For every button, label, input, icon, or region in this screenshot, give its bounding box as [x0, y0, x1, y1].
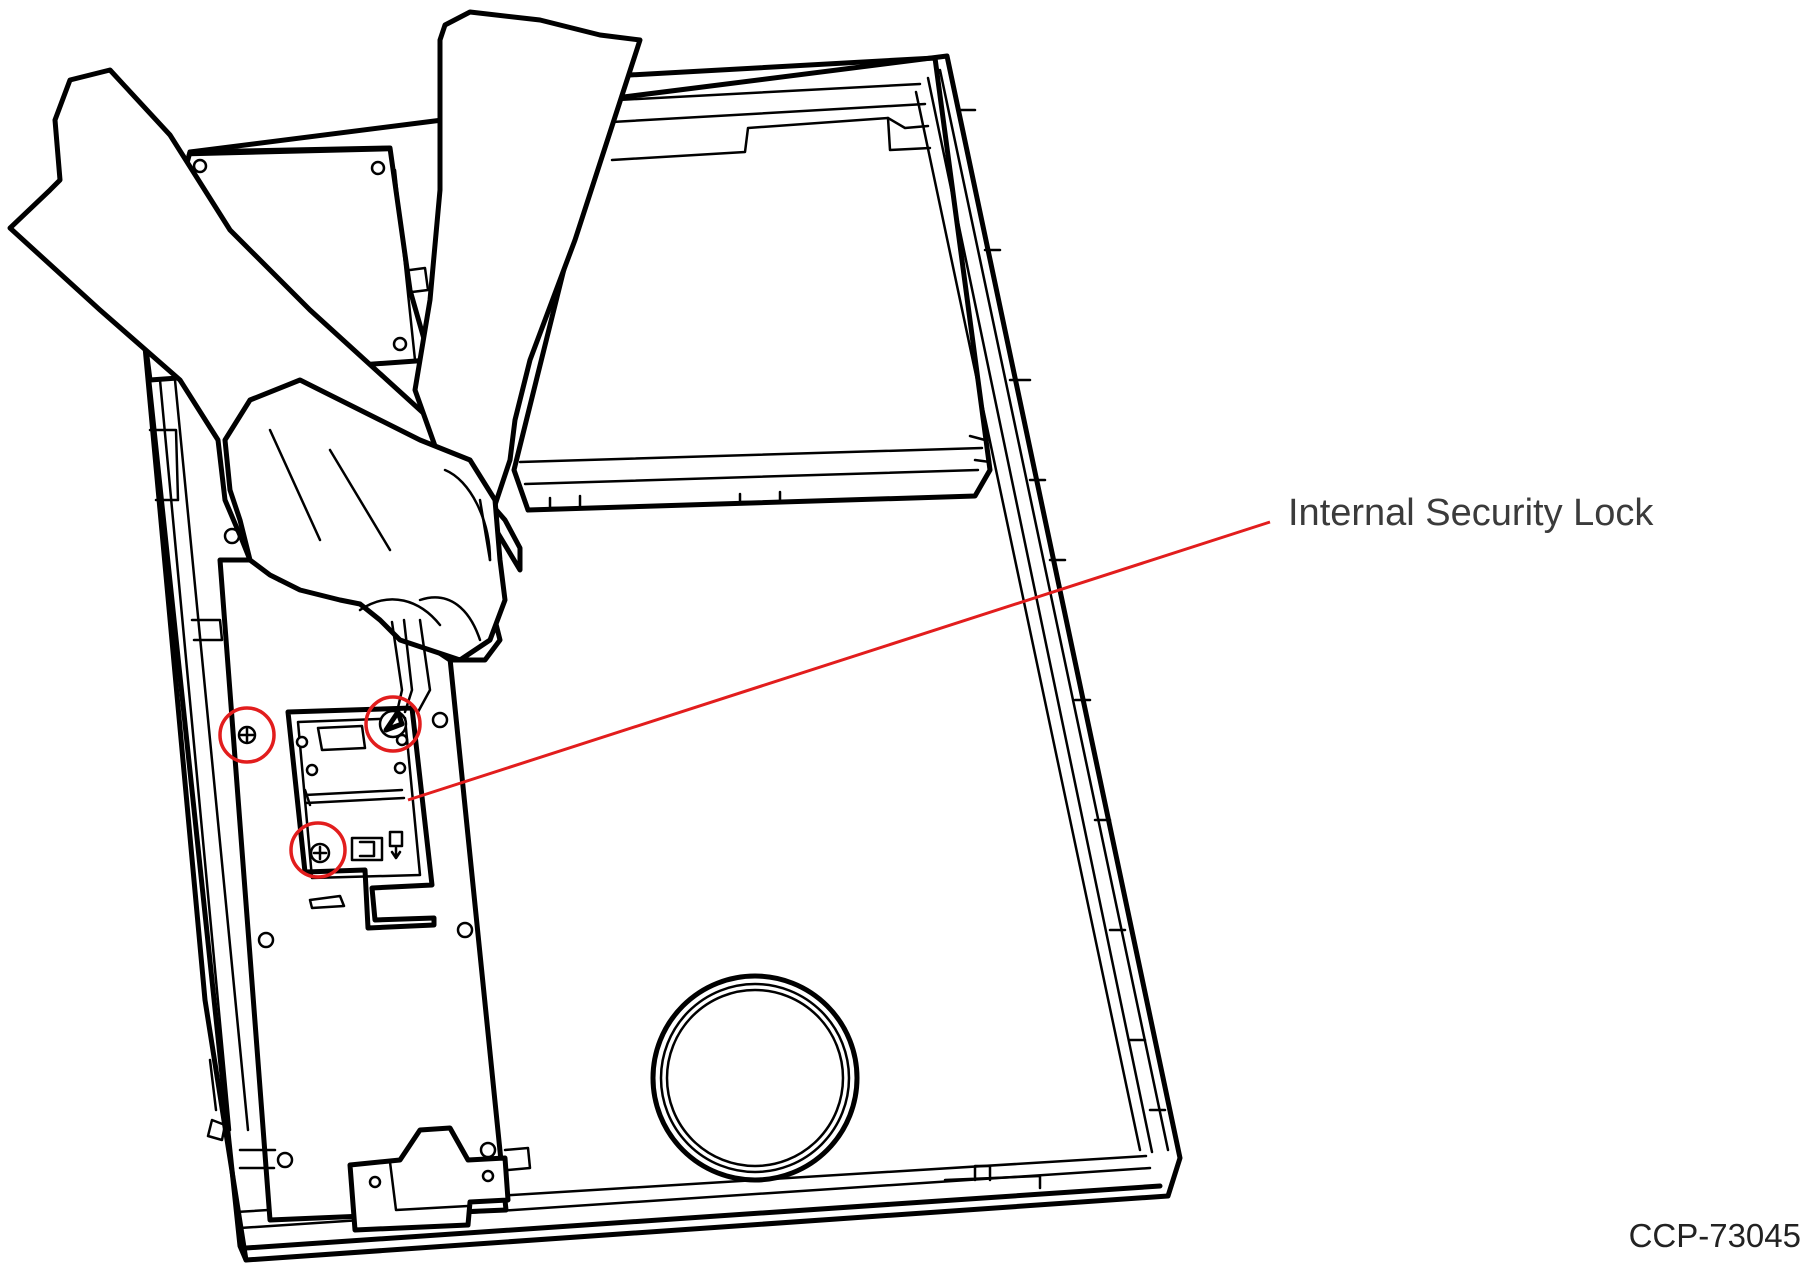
- highlight-circles: [218, 695, 422, 879]
- highlight-circle-bottom-screw: [289, 821, 347, 879]
- callout-label: Internal Security Lock: [1288, 492, 1654, 534]
- security-lock-module: [237, 705, 437, 931]
- callout-leader-line: [407, 520, 1271, 802]
- highlight-circle-left-screw: [218, 706, 276, 764]
- round-port: [650, 973, 860, 1183]
- top-tray: [511, 55, 993, 513]
- hand-with-screwdriver: [7, 9, 643, 714]
- figure-id: CCP-73045: [1628, 1217, 1801, 1254]
- highlight-circle-top-knob: [364, 695, 422, 753]
